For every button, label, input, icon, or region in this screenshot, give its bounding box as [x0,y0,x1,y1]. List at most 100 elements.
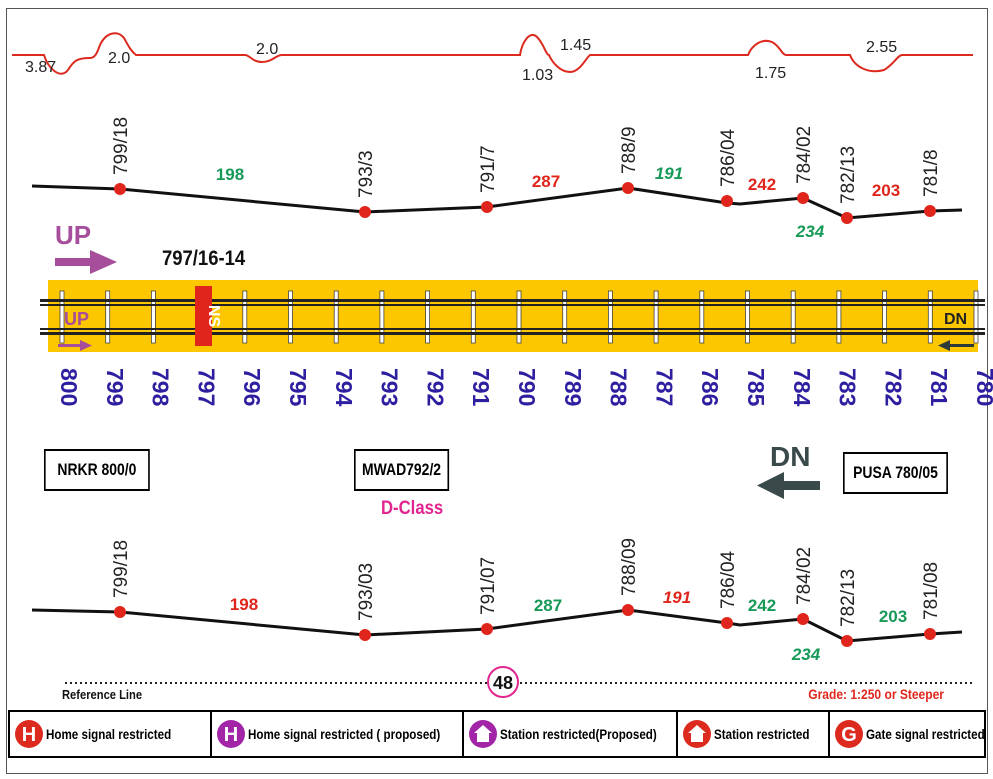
station-nrkr-label: NRKR 800/0 [57,460,137,479]
reference-line-label: Reference Line [62,687,142,702]
inner-up-arrow-icon [58,340,92,351]
sleeper [333,290,339,344]
chainage-label: 786/04 [718,550,739,609]
gradient-value: 1.45 [560,37,591,54]
rail-top [40,299,985,302]
km-mark: 788 [606,368,632,407]
gradient-segment-value: 287 [534,596,562,615]
sleeper [59,290,65,344]
chainage-label: 791/07 [478,557,499,615]
gradient-segment-value: 242 [748,596,776,615]
inner-dn-arrow-icon [938,340,974,351]
sleeper [562,290,568,344]
survey-point [924,628,936,640]
station-nrkr: NRKR 800/0 [44,449,150,491]
km-mark: 780 [972,368,993,406]
survey-point [924,205,936,217]
survey-point [797,613,809,625]
legend-label: Home signal restricted ( proposed) [248,726,441,742]
gradient-value: 3.87 [25,59,56,76]
km-mark: 795 [285,368,311,407]
gradient-profile-line [12,32,973,75]
chainage-label: 781/8 [921,149,942,197]
gradient-value: 2.0 [108,50,130,67]
sleeper [745,290,750,344]
legend-label: Station restricted [714,726,810,742]
chainage-label: 793/3 [356,150,377,198]
km-mark: 796 [239,368,265,406]
survey-point [622,604,634,616]
chainage-label: 799/18 [111,540,132,598]
sleeper [882,290,887,344]
inner-up-label: UP [64,309,89,329]
gradient-segment-value: 203 [872,181,900,200]
gradient-segment-value: 203 [879,607,907,626]
page-border [6,8,988,774]
survey-point [359,629,371,641]
km-mark: 797 [193,368,219,406]
ns-marker [195,286,212,346]
ns-location-label: 797/16-14 [162,247,245,270]
legend-label: Home signal restricted [46,726,172,742]
chainage-label: 793/03 [356,563,377,621]
inner-dn-label: DN [944,311,967,328]
gate-signal-icon: G [835,720,863,748]
chainage-label: 791/7 [478,145,499,193]
legend-item-station: Station restricted [678,712,830,756]
legend-label: Gate signal restricted [866,726,984,742]
legend-item-home-signal: H Home signal restricted [10,712,212,756]
gradient-segment-value: 242 [748,175,776,194]
sleeper [516,290,522,344]
survey-point [359,206,371,218]
sleeper [608,290,613,344]
gradient-value: 1.03 [522,67,553,84]
ns-label: NS [205,305,222,328]
survey-point [622,182,634,194]
km-mark: 794 [331,368,357,407]
km-mark: 784 [789,368,815,407]
km-mark: 782 [880,368,906,406]
survey-point [841,212,853,224]
track-band: NS UP DN [40,280,985,352]
station-icon [683,720,711,748]
gradient-segment-value: 198 [216,165,244,184]
survey-point [481,623,493,635]
chainage-label: 784/02 [794,126,815,184]
sleeper [973,290,979,344]
gradient-segment-value: 191 [655,164,683,183]
legend-icon-letter: H [224,724,238,746]
survey-point [841,635,853,647]
sleeper [288,290,293,344]
home-signal-icon: H [15,720,43,748]
km-mark: 787 [651,368,677,406]
km-mark: 798 [148,368,174,407]
gradient-profile: 3.87 2.0 2.0 1.03 1.45 1.75 2.55 [12,32,973,84]
gradient-value: 2.55 [866,39,897,56]
survey-point [721,195,733,207]
gradient-segment-value: 234 [795,222,825,241]
up-direction-label: UP [55,220,91,250]
sleeper [150,290,156,344]
km-mark: 785 [743,368,769,407]
gradient-value: 2.0 [256,41,278,58]
sleeper [699,290,705,344]
page-number: 48 [493,673,513,693]
km-mark: 793 [377,368,403,406]
survey-point [721,617,733,629]
chainage-label: 788/09 [619,538,640,596]
sleeper [653,290,659,344]
page-number-circle [487,666,519,698]
station-mwad: MWAD792/2 [354,449,450,491]
sleeper [425,290,431,344]
km-mark: 786 [697,368,723,406]
legend-item-home-signal-proposed: H Home signal restricted ( proposed) [212,712,464,756]
gradient-value: 1.75 [755,65,786,82]
chainage-label: 784/02 [794,547,815,605]
survey-point [481,201,493,213]
station-class-label: D-Class [381,497,443,518]
legend-label: Station restricted(Proposed) [500,726,657,742]
survey-point [797,192,809,204]
rail-top-2 [40,304,985,306]
